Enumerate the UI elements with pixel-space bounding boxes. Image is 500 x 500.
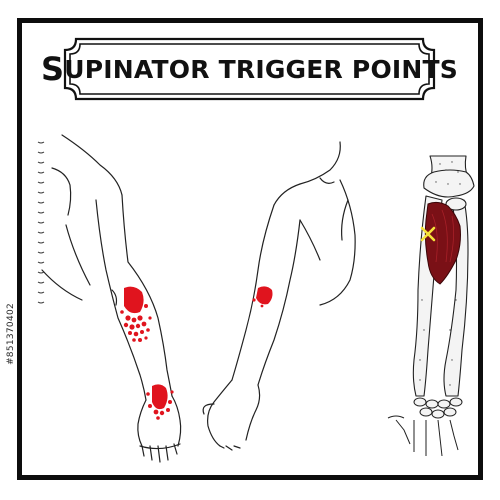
- pain-pattern-elbow-posterior: [252, 286, 273, 308]
- title-plate: [63, 37, 436, 101]
- supinator-muscle: [424, 201, 461, 285]
- anterior-arm-figure: [41, 134, 182, 463]
- bone-stippling: [419, 161, 461, 386]
- pain-pattern-elbow-anterior: [120, 286, 152, 342]
- posterior-arm-figure: [202, 141, 356, 451]
- hand-bones: [387, 397, 463, 457]
- pain-pattern-wrist: [146, 384, 174, 420]
- side-decoration-ticks: [37, 141, 45, 304]
- stock-id-label: #851370402: [6, 302, 16, 366]
- trigger-point-marker: [420, 226, 436, 242]
